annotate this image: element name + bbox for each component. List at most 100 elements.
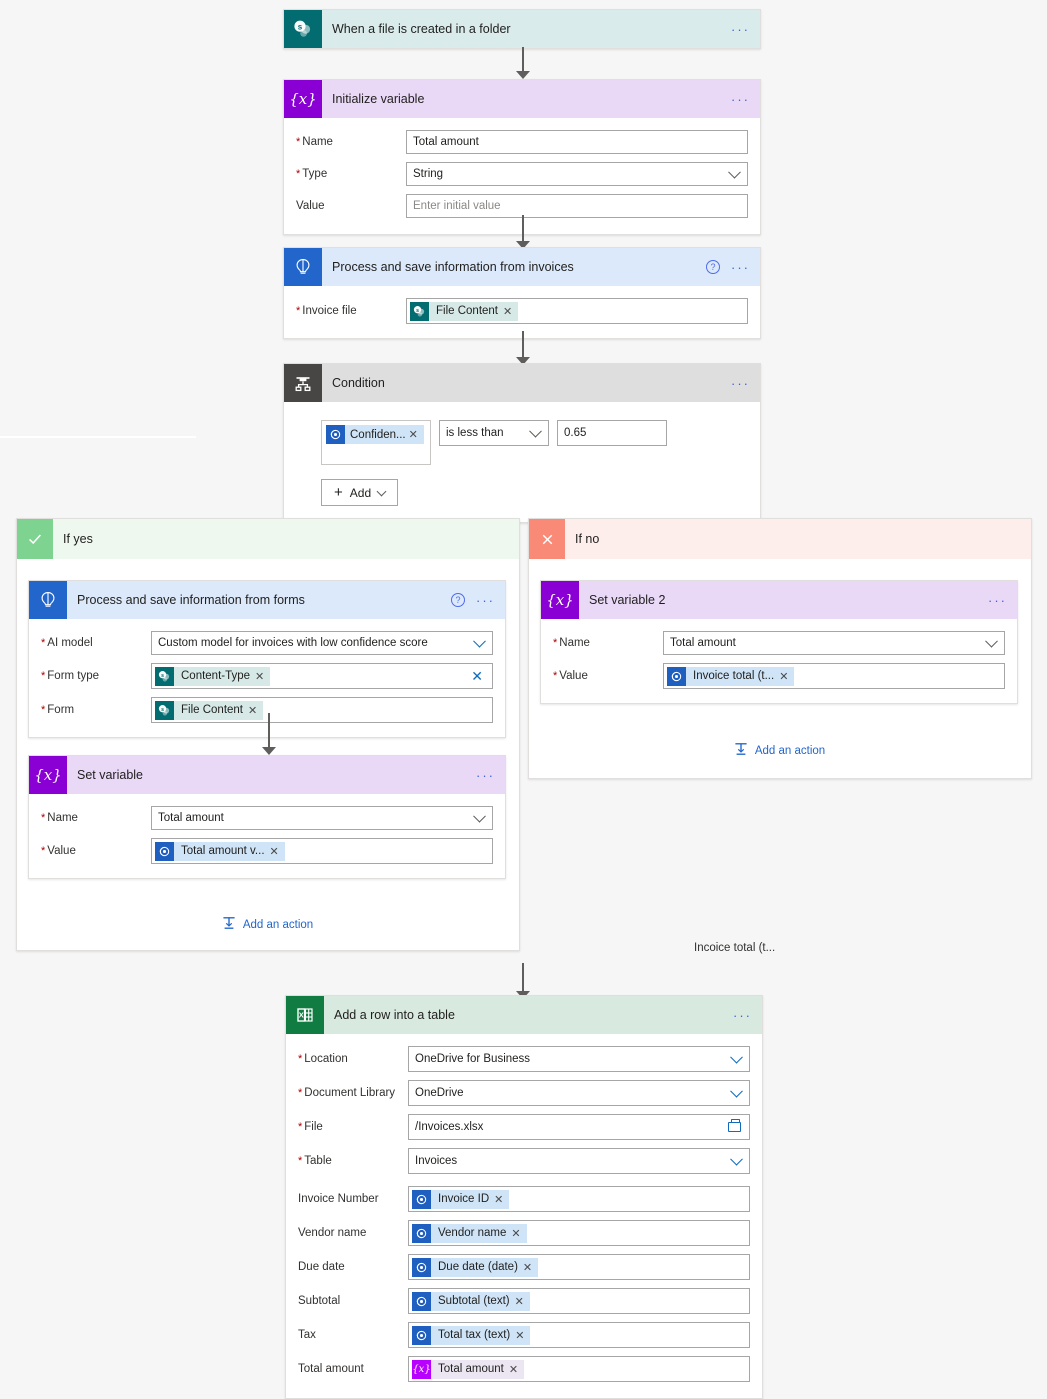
token-chip[interactable]: Vendor name ✕ [412,1223,527,1243]
variable-name-select[interactable]: Total amount [151,806,493,830]
vendor-name-input[interactable]: Vendor name ✕ [408,1220,750,1246]
form-type-input[interactable]: s Content-Type ✕ ✕ [151,663,493,689]
token-chip[interactable]: s Content-Type ✕ [155,666,271,686]
overflow-menu-icon[interactable]: ··· [731,21,750,37]
invoice-file-input[interactable]: s File Content ✕ [406,298,748,324]
variable-value-input[interactable]: Invoice total (t... ✕ [663,663,1005,689]
card-header[interactable]: X Add a row into a table ··· [286,996,762,1034]
condition-value-input[interactable]: 0.65 [557,420,667,446]
field-label: Subtotal [298,1295,341,1307]
field-placeholder: Enter initial value [413,200,501,212]
overflow-menu-icon[interactable]: ··· [476,767,495,783]
token-chip[interactable]: Total tax (text) ✕ [412,1325,531,1345]
token-remove-icon[interactable]: ✕ [248,704,258,717]
card-header[interactable]: Condition ··· [284,364,760,402]
token-chip[interactable]: Confiden... ✕ [326,425,424,444]
field-row: Document Library OneDrive [298,1080,750,1106]
token-remove-icon[interactable]: ✕ [779,670,789,683]
add-an-action-yes[interactable]: Add an action [28,915,506,934]
card-process-forms[interactable]: Process and save information from forms … [28,580,506,738]
token-chip[interactable]: Due date (date) ✕ [412,1257,539,1277]
card-header[interactable]: s When a file is created in a folder ··· [284,10,760,48]
card-process-invoices[interactable]: Process and save information from invoic… [283,247,761,339]
token-chip[interactable]: Invoice ID ✕ [412,1189,510,1209]
tax-input[interactable]: Total tax (text) ✕ [408,1322,750,1348]
overflow-menu-icon[interactable]: ··· [731,375,750,391]
subtotal-input[interactable]: Subtotal (text) ✕ [408,1288,750,1314]
help-icon[interactable]: ? [706,260,720,274]
svg-text:s: s [161,706,164,712]
token-chip[interactable]: Invoice total (t... ✕ [667,666,795,686]
table-select[interactable]: Invoices [408,1148,750,1174]
token-chip[interactable]: s File Content ✕ [410,301,519,321]
invoice-number-input[interactable]: Invoice ID ✕ [408,1186,750,1212]
add-an-action-label: Add an action [242,918,314,931]
token-remove-icon[interactable]: ✕ [515,1329,525,1342]
variable-name-select[interactable]: Total amount [663,631,1005,655]
field-row: Value Total amount v... ✕ [41,838,493,864]
location-select[interactable]: OneDrive for Business [408,1046,750,1072]
add-an-action-no[interactable]: Add an action [540,741,1018,760]
card-trigger[interactable]: s When a file is created in a folder ··· [283,9,761,49]
add-condition-button[interactable]: + Add [321,479,399,506]
due-date-input[interactable]: Due date (date) ✕ [408,1254,750,1280]
card-condition[interactable]: Condition ··· Confiden... ✕ [283,363,761,523]
field-row: Total amount {x} Total amount ✕ [298,1356,750,1382]
overflow-menu-icon[interactable]: ··· [988,592,1007,608]
token-remove-icon[interactable]: ✕ [255,670,265,683]
type-select[interactable]: String [406,162,748,186]
card-title: Set variable [77,768,144,782]
field-value: Total amount [670,637,736,649]
condition-operand-input[interactable]: Confiden... ✕ [321,420,431,465]
token-chip[interactable]: {x} Total amount ✕ [412,1359,525,1379]
field-row: Invoice Number Invoice ID ✕ [298,1186,750,1212]
card-set-variable[interactable]: {x} Set variable ··· Name Total amount V… [28,755,506,879]
token-chip[interactable]: s File Content ✕ [155,700,264,720]
total-amount-input[interactable]: {x} Total amount ✕ [408,1356,750,1382]
card-title: Set variable 2 [589,593,666,607]
field-row: Subtotal Subtotal (text) ✕ [298,1288,750,1314]
token-remove-icon[interactable]: ✕ [269,845,279,858]
card-header[interactable]: {x} Set variable 2 ··· [541,581,1017,619]
token-remove-icon[interactable]: ✕ [508,1363,519,1376]
card-header[interactable]: {x} Set variable ··· [29,756,505,794]
clear-field-icon[interactable]: ✕ [471,668,483,684]
token-remove-icon[interactable]: ✕ [514,1295,524,1308]
field-row: Due date Due date (date) ✕ [298,1254,750,1280]
card-set-variable-2[interactable]: {x} Set variable 2 ··· Name Total amount… [540,580,1018,704]
folder-icon[interactable] [728,1119,741,1132]
sharepoint-icon: s [410,301,429,321]
card-header[interactable]: {x} Initialize variable ··· [284,80,760,118]
card-title: When a file is created in a folder [332,22,511,36]
name-input[interactable]: Total amount [406,130,748,154]
value-input[interactable]: Enter initial value [406,194,748,218]
token-remove-icon[interactable]: ✕ [408,429,418,441]
token-remove-icon[interactable]: ✕ [503,305,513,318]
ai-model-select[interactable]: Custom model for invoices with low confi… [151,631,493,655]
condition-operator-select[interactable]: is less than [439,420,549,446]
file-picker-input[interactable]: /Invoices.xlsx [408,1114,750,1140]
token-remove-icon[interactable]: ✕ [511,1227,521,1240]
connector-arrow [515,963,531,999]
card-initialize-variable[interactable]: {x} Initialize variable ··· Name Total a… [283,79,761,235]
variable-icon: {x} [541,581,579,619]
card-add-row-into-table[interactable]: X Add a row into a table ··· Location On… [285,995,763,1399]
field-row: File /Invoices.xlsx [298,1114,750,1140]
sharepoint-icon: s [284,10,322,48]
overflow-menu-icon[interactable]: ··· [733,1007,752,1023]
token-label: Total tax (text) [438,1329,511,1341]
sharepoint-icon: s [155,666,174,686]
help-icon[interactable]: ? [451,593,465,607]
card-header[interactable]: Process and save information from forms … [29,581,505,619]
token-chip[interactable]: Subtotal (text) ✕ [412,1291,530,1311]
token-chip[interactable]: Total amount v... ✕ [155,841,285,861]
token-remove-icon[interactable]: ✕ [494,1193,504,1206]
variable-value-input[interactable]: Total amount v... ✕ [151,838,493,864]
overflow-menu-icon[interactable]: ··· [731,91,750,107]
document-library-select[interactable]: OneDrive [408,1080,750,1106]
card-header[interactable]: Process and save information from invoic… [284,248,760,286]
token-remove-icon[interactable]: ✕ [522,1261,533,1274]
form-input[interactable]: s File Content ✕ [151,697,493,723]
overflow-menu-icon[interactable]: ··· [731,259,750,275]
overflow-menu-icon[interactable]: ··· [476,592,495,608]
